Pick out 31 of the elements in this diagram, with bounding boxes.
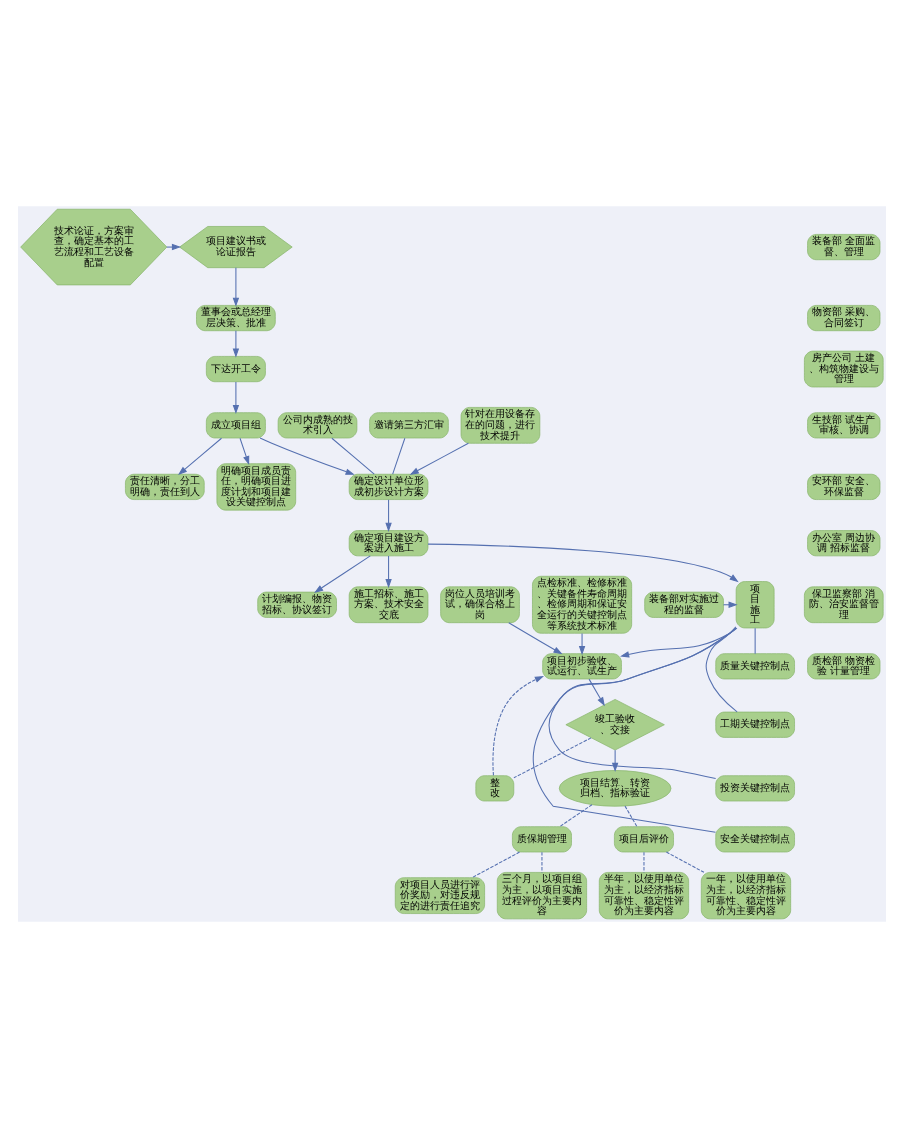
connector	[540, 851, 542, 873]
arrow	[176, 437, 222, 476]
arrow	[587, 678, 604, 707]
connector	[470, 851, 520, 879]
arrow	[491, 676, 544, 776]
arrow	[408, 442, 468, 475]
connector	[547, 627, 736, 780]
connector	[753, 627, 755, 655]
arrow	[231, 330, 239, 358]
connector	[664, 851, 704, 873]
connector	[531, 627, 736, 833]
connector	[558, 804, 592, 828]
arrow	[313, 555, 370, 593]
arrow	[577, 632, 585, 656]
arrow	[384, 499, 391, 532]
connector	[704, 626, 737, 713]
arrow	[258, 437, 354, 475]
connector	[623, 805, 637, 828]
arrow	[507, 622, 562, 655]
arrow	[610, 749, 618, 773]
arrow	[231, 267, 239, 307]
arrow	[231, 381, 239, 415]
connector	[512, 737, 591, 779]
arrow	[384, 555, 391, 589]
arrow	[426, 543, 738, 583]
connector	[391, 437, 405, 475]
arrow	[165, 243, 181, 251]
arrow	[238, 437, 249, 466]
connector	[330, 437, 374, 475]
arrow	[619, 627, 737, 658]
connector	[642, 851, 644, 873]
